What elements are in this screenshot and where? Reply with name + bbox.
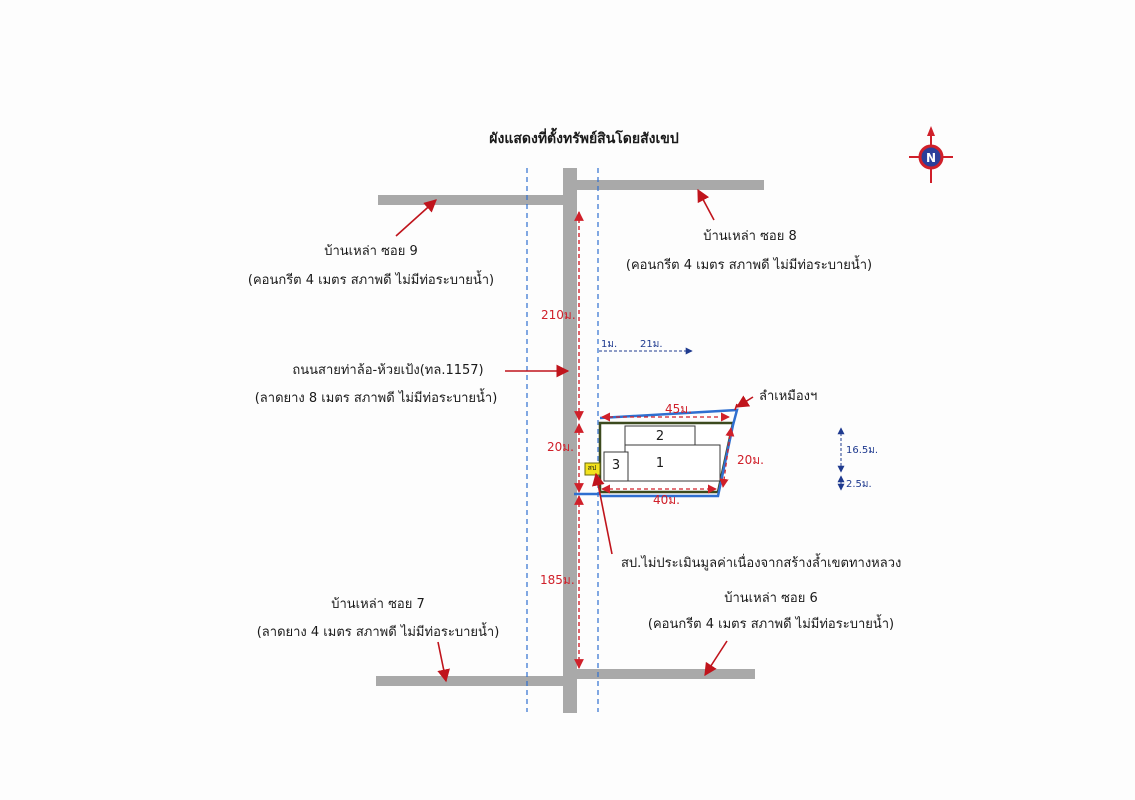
- building-2-label: 2: [655, 429, 665, 444]
- compass-icon: N: [909, 126, 953, 183]
- road-soi6-desc: (คอนกรีต 4 เมตร สภาพดี ไม่มีท่อระบายน้ำ): [647, 617, 895, 632]
- dim-185m: 185ม.: [540, 573, 575, 587]
- road-soi7-name: บ้านเหล่า ซอย 7: [331, 597, 425, 612]
- road-main: [563, 168, 577, 713]
- canal-label: ลำเหมืองฯ: [759, 389, 818, 404]
- encroach-marker-label: สป: [587, 464, 597, 472]
- road-soi8-name: บ้านเหล่า ซอย 8: [703, 229, 797, 244]
- road-soi7-desc: (ลาดยาง 4 เมตร สภาพดี ไม่มีท่อระบายน้ำ): [256, 625, 500, 640]
- road-soi9-name: บ้านเหล่า ซอย 9: [324, 244, 418, 259]
- road-soi7: [376, 676, 565, 686]
- dim-40m: 40ม.: [653, 493, 680, 507]
- building-1: [624, 444, 721, 482]
- dim-2-5m: 2.5ม.: [846, 479, 872, 490]
- setback-dimensions: [599, 347, 845, 491]
- plot-dimensions: [601, 412, 735, 494]
- dim-45m: 45ม.: [665, 402, 692, 416]
- road-soi9-desc: (คอนกรีต 4 เมตร สภาพดี ไม่มีท่อระบายน้ำ): [247, 273, 495, 288]
- leader-arrows: [395, 188, 754, 683]
- dim-1m: 1ม.: [601, 339, 618, 350]
- road-main-desc: (ลาดยาง 8 เมตร สภาพดี ไม่มีท่อระบายน้ำ): [254, 391, 498, 406]
- dim-210m: 210ม.: [541, 308, 576, 322]
- dim-21m: 21ม.: [640, 339, 663, 350]
- building-3: [603, 451, 629, 482]
- building-3-label: 3: [611, 458, 621, 473]
- building-1-label: 1: [655, 456, 665, 471]
- road-soi6: [577, 669, 755, 679]
- road-soi6-name: บ้านเหล่า ซอย 6: [724, 591, 818, 606]
- roads: [376, 168, 764, 713]
- road-soi9: [378, 195, 565, 205]
- road-soi8: [577, 180, 764, 190]
- road-main-name: ถนนสายท่าล้อ-ห้วยเป้ง(ทล.1157): [292, 363, 484, 378]
- encroach-note: สป.ไม่ประเมินมูลค่าเนื่องจากสร้างล้ำเขตท…: [621, 556, 902, 571]
- dim-20m-right: 20ม.: [737, 453, 764, 467]
- dim-16-5m: 16.5ม.: [846, 445, 879, 456]
- dim-20m-left: 20ม.: [547, 440, 574, 454]
- page-title: ผังแสดงที่ตั้งทรัพย์สินโดยสังเขป: [489, 131, 679, 147]
- road-soi8-desc: (คอนกรีต 4 เมตร สภาพดี ไม่มีท่อระบายน้ำ): [625, 258, 873, 273]
- property-plot: [574, 408, 739, 498]
- highway-boundary-lines: [526, 168, 599, 712]
- compass-letter: N: [926, 151, 936, 165]
